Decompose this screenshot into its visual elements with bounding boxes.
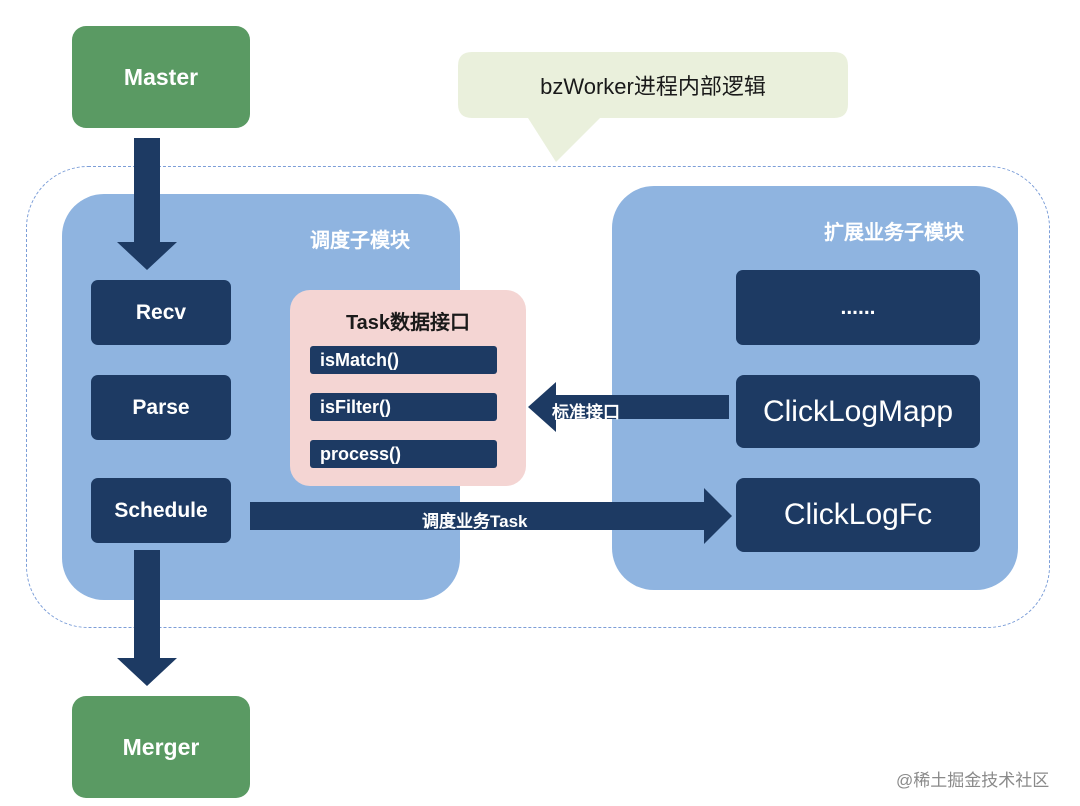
merger-node: Merger (72, 696, 250, 798)
parse-step: Parse (91, 375, 231, 440)
arrow-master-to-recv (117, 138, 177, 270)
standard-interface-label: 标准接口 (552, 403, 620, 422)
schedule-step: Schedule (91, 478, 231, 543)
extension-item-ellipsis: ...... (736, 270, 980, 345)
title-bubble-text: bzWorker进程内部逻辑 (540, 74, 766, 99)
extension-module-title: 扩展业务子模块 (824, 222, 964, 244)
arrow-schedule-to-merger (117, 550, 177, 686)
schedule-module-title: 调度子模块 (310, 230, 410, 252)
recv-step: Recv (91, 280, 231, 345)
master-node: Master (72, 26, 250, 128)
title-bubble-shape (458, 52, 848, 162)
arrow-schedule-task (250, 488, 732, 544)
task-interface-title: Task数据接口 (345, 312, 471, 334)
method-is-match: isMatch() (310, 346, 497, 374)
extension-item-clicklogfc: ClickLogFc (736, 478, 980, 552)
arrow-standard-interface (528, 382, 729, 432)
worker-process-boundary (26, 166, 1050, 628)
extension-item-clicklogmapp: ClickLogMapp (736, 375, 980, 448)
watermark: @稀土掘金技术社区 (896, 771, 1050, 790)
method-process: process() (310, 440, 497, 468)
method-is-filter: isFilter() (310, 393, 497, 421)
schedule-task-label: 调度业务Task (422, 512, 528, 531)
